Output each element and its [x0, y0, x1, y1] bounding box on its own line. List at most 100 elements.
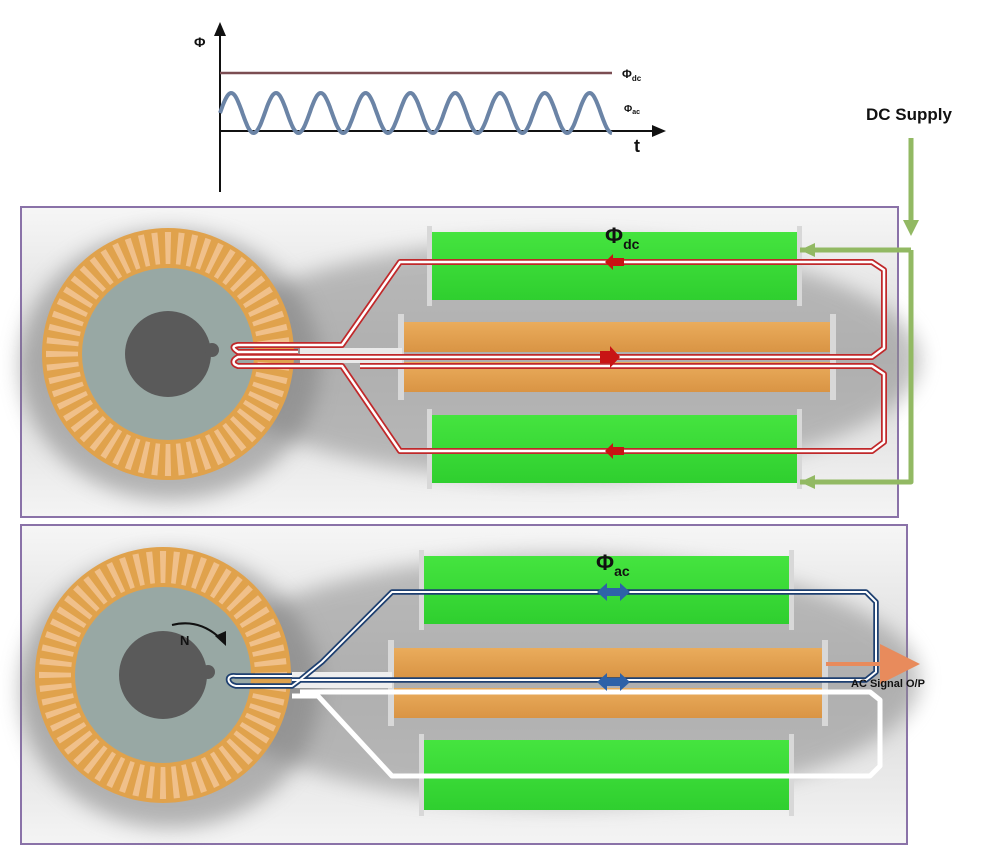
ac-wheel-tooth	[181, 553, 194, 586]
ac-wheel-tooth	[171, 766, 180, 799]
dc-wheel-tooth	[255, 371, 288, 385]
dc-wheel-tooth	[164, 444, 172, 476]
dc-wheel-tooth	[236, 275, 266, 300]
ac-wheel-tooth	[50, 618, 82, 638]
ac-wheel-tooth	[226, 585, 253, 612]
ac-wheel-tooth	[106, 562, 126, 594]
ac-wheel-tooth	[210, 568, 232, 599]
dc-wheel-tooth	[185, 234, 199, 267]
ac-tooth-wheel: N	[35, 547, 291, 803]
dc-wheel-tooth	[243, 286, 273, 309]
dc-wheel-tooth	[248, 298, 280, 317]
dc-wheel-tooth	[252, 381, 285, 398]
ac-wheel-tooth	[119, 761, 135, 793]
graph-y-axis-arrow	[214, 22, 226, 36]
dc-wheel-tooth	[124, 438, 141, 471]
dc-wheel-tooth	[63, 286, 93, 309]
ac-wheel-tooth	[106, 756, 126, 788]
graph-ac-label-main: Φ	[624, 104, 632, 115]
dc-supply-wire-path	[800, 138, 914, 485]
ac-wheel-tooth	[146, 551, 155, 584]
dc-supply-wire-arrow-bottom	[800, 475, 815, 489]
ac-wheel-tooth	[233, 730, 262, 755]
ac-wheel-tooth	[200, 756, 220, 788]
ac-wheel-tooth	[73, 738, 100, 765]
dc-wheel-tooth	[185, 441, 199, 474]
ac-wheel-tooth	[252, 693, 285, 706]
dc-flux-arrow-bottom	[605, 443, 624, 459]
dc-wheel-tooth	[236, 408, 266, 433]
ac-wheel-tooth	[45, 703, 77, 719]
ac-wheel-tooth	[191, 557, 207, 589]
dc-supply-wire-down-arrow	[903, 220, 919, 236]
dc-wheel-keyway	[205, 343, 219, 357]
ac-orange-core-cap-right	[822, 640, 828, 726]
ac-wheel-tooth	[159, 767, 167, 799]
ac-flux-panel: N AC Signal O/P Φac	[20, 524, 925, 845]
dc-wheel-tooth	[56, 391, 88, 410]
dc-flux-path-inner	[232, 260, 886, 453]
ac-wheel-tooth	[41, 693, 74, 706]
dc-wheel-tooth	[243, 399, 273, 422]
graph-dc-label: Φdc	[622, 67, 642, 83]
flux-time-graph: Φ t Φdc Φac	[194, 22, 666, 192]
dc-wheel-tooth	[252, 310, 285, 327]
ac-wheel-tooth	[210, 751, 232, 782]
dc-wheel-tooth	[164, 232, 172, 264]
dc-wheel-tooth	[89, 422, 114, 452]
dc-wheel-tooth	[51, 310, 84, 327]
dc-wheel-tooth	[63, 399, 93, 422]
ac-wheel-tooth	[39, 683, 72, 692]
ac-wheel-tooth	[132, 764, 145, 797]
ac-wheel-tooth	[239, 722, 270, 744]
dc-wheel-tooth	[112, 434, 131, 466]
rotation-label: N	[180, 633, 189, 648]
ac-wheel-tooth	[94, 751, 116, 782]
graph-ac-label-sub: ac	[632, 109, 640, 116]
ac-wheel-tooth	[56, 606, 87, 628]
dc-orange-core-upper	[401, 322, 833, 352]
ac-output-coil-path	[292, 689, 883, 779]
dc-wheel-tooth	[79, 265, 106, 292]
ac-wheel-tooth	[45, 631, 77, 647]
ac-wheel-tooth	[56, 722, 87, 744]
ac-wheel-tooth	[159, 551, 167, 583]
ac-flux-double-arrow-middle-shape	[597, 673, 630, 691]
ac-wheel-tooth	[239, 606, 270, 628]
ac-wheel-tooth	[119, 557, 135, 589]
dc-wheel-tooth	[100, 429, 123, 459]
graph-dc-label-main: Φ	[622, 67, 632, 81]
dc-wheel-tooth	[205, 434, 224, 466]
ac-wheel-teeth	[39, 551, 287, 799]
dc-wheel-tooth	[175, 232, 185, 265]
dc-wheel-tooth	[46, 361, 79, 371]
dc-flux-panel: Φdc	[20, 206, 920, 518]
dc-wheel-tooth	[48, 371, 81, 385]
dc-wheel-tooth	[51, 381, 84, 398]
ac-wheel-tooth	[83, 745, 108, 774]
dc-green-core-top-cap-right	[797, 226, 802, 306]
ac-wheel-tooth	[218, 745, 243, 774]
rotation-arrow-head-icon	[215, 631, 226, 646]
ac-wheel-tooth	[50, 712, 82, 732]
ac-wheel-keyway	[201, 665, 215, 679]
dc-wheel-tooth	[248, 391, 280, 410]
dc-wheel-tooth	[175, 443, 185, 476]
ac-flux-path-inner	[227, 591, 877, 687]
dc-supply-wire	[800, 138, 919, 489]
ac-orange-core-upper	[392, 648, 824, 678]
dc-flux-arrow-top	[605, 254, 624, 270]
ac-wheel-tooth	[83, 576, 108, 605]
ac-wheel-tooth	[39, 658, 72, 667]
dc-wheel-tooth	[70, 408, 100, 433]
dc-panel-flux-label: Φdc	[605, 223, 640, 252]
dc-wheel-tooth	[48, 323, 81, 337]
dc-wheel-tooth	[195, 237, 212, 270]
ac-wheel-tooth	[249, 703, 281, 719]
ac-wheel-tooth	[191, 761, 207, 793]
dc-wheel-tooth	[195, 438, 212, 471]
ac-flux-double-arrow-top	[597, 583, 630, 601]
dc-wheel-tooth	[213, 249, 236, 279]
ac-wheel-tooth	[254, 658, 287, 667]
